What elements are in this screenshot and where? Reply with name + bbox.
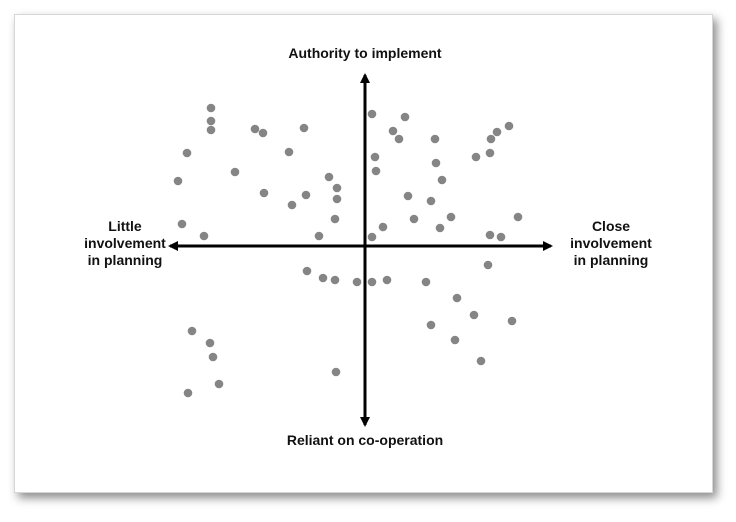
scatter-point — [332, 183, 342, 193]
scatter-point — [430, 134, 440, 144]
scatter-point — [435, 223, 445, 233]
scatter-point — [476, 356, 486, 366]
scatter-points — [173, 103, 523, 398]
scatter-point — [314, 231, 324, 241]
scatter-point — [352, 277, 362, 287]
scatter-point — [394, 134, 404, 144]
scatter-point — [471, 152, 481, 162]
scatter-point — [382, 275, 392, 285]
scatter-point — [299, 123, 309, 133]
scatter-point — [177, 219, 187, 229]
scatter-point — [486, 134, 496, 144]
scatter-point — [371, 166, 381, 176]
label-close-line3: in planning — [573, 252, 649, 268]
scatter-point — [258, 128, 268, 138]
scatter-point — [367, 232, 377, 242]
scatter-point — [367, 277, 377, 287]
scatter-point — [378, 222, 388, 232]
scatter-point — [426, 320, 436, 330]
scatter-point — [492, 127, 502, 137]
scatter-point — [431, 158, 441, 168]
scatter-point — [367, 109, 377, 119]
label-close-involvement: Close involvement in planning — [556, 218, 666, 269]
scatter-point — [409, 214, 419, 224]
label-close-line2: involvement — [570, 235, 652, 251]
scatter-point — [452, 293, 462, 303]
scatter-point — [370, 152, 380, 162]
scatter-point — [513, 212, 523, 222]
scatter-point — [496, 232, 506, 242]
scatter-point — [324, 172, 334, 182]
scatter-point — [437, 175, 447, 185]
scatter-point — [330, 275, 340, 285]
scatter-point — [507, 316, 517, 326]
scatter-point — [318, 273, 328, 283]
label-authority: Authority to implement — [288, 45, 442, 61]
scatter-point — [183, 388, 193, 398]
label-cooperation: Reliant on co-operation — [286, 432, 444, 448]
scatter-point — [301, 190, 311, 200]
scatter-point — [182, 148, 192, 158]
scatter-point — [403, 191, 413, 201]
scatter-point — [469, 310, 479, 320]
scatter-point — [208, 352, 218, 362]
scatter-point — [199, 231, 209, 241]
scatter-point — [230, 167, 240, 177]
scatter-point — [485, 148, 495, 158]
scatter-point — [214, 379, 224, 389]
scatter-point — [450, 335, 460, 345]
scatter-point — [284, 147, 294, 157]
scatter-point — [206, 125, 216, 135]
scatter-point — [485, 230, 495, 240]
scatter-point — [330, 214, 340, 224]
scatter-point — [332, 194, 342, 204]
scatter-point — [302, 266, 312, 276]
scatter-point — [205, 338, 215, 348]
label-little-line1: Little — [108, 218, 142, 234]
scatter-point — [504, 121, 514, 131]
scatter-point — [388, 126, 398, 136]
label-little-line3: in planning — [87, 252, 163, 268]
scatter-point — [426, 196, 436, 206]
scatter-point — [287, 200, 297, 210]
label-little-involvement: Little involvement in planning — [80, 218, 170, 269]
scatter-point — [173, 176, 183, 186]
scatter-point — [446, 212, 456, 222]
scatter-point — [250, 124, 260, 134]
scatter-point — [483, 260, 493, 270]
scatter-point — [331, 367, 341, 377]
scatter-point — [259, 188, 269, 198]
scatter-point — [400, 112, 410, 122]
scatter-point — [206, 116, 216, 126]
scatter-point — [206, 103, 216, 113]
label-close-line1: Close — [591, 218, 631, 234]
scatter-point — [187, 326, 197, 336]
scatter-point — [421, 277, 431, 287]
label-little-line2: involvement — [84, 235, 166, 251]
